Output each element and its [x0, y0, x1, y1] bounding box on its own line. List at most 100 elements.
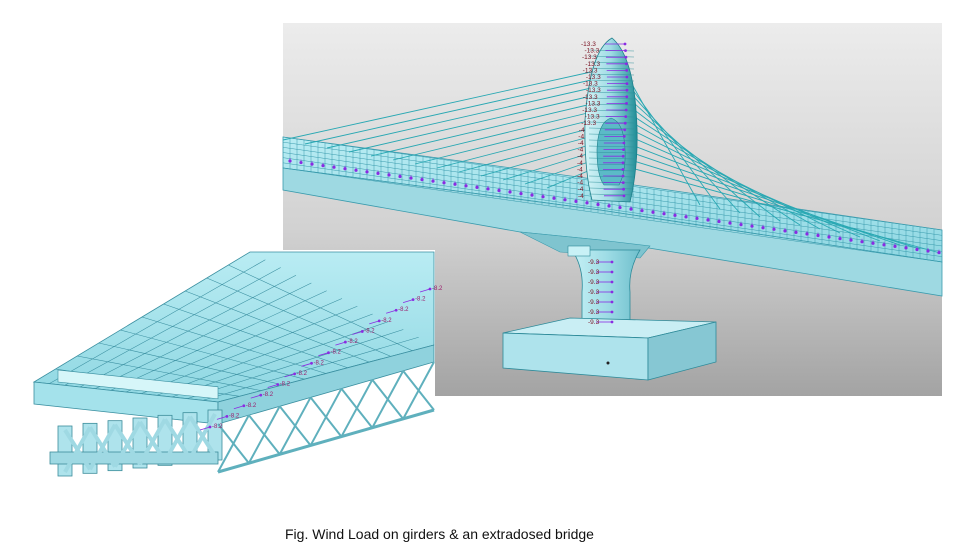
load-marker: [624, 49, 627, 52]
load-marker: [411, 298, 415, 302]
load-marker: [625, 82, 629, 85]
load-arrow: [352, 331, 363, 335]
tower-mesh-line: [588, 133, 635, 136]
load-arrow: [386, 309, 397, 314]
deck-mesh-line: [282, 162, 943, 257]
deck-mesh-line: [282, 167, 943, 263]
load-marker: [623, 128, 627, 132]
tower-load-label: -13.3: [583, 67, 598, 74]
pier-load-label: -9.3: [588, 309, 600, 316]
girder-curb: [57, 369, 219, 400]
girder-load-label: -8.2: [297, 371, 308, 377]
pier-load-label: -9.3: [588, 259, 600, 266]
truss-diagonal: [163, 415, 192, 463]
load-marker: [360, 330, 364, 333]
truss-diagonal: [88, 423, 117, 471]
tower-load-label: -4: [577, 160, 583, 167]
truss-diagonal: [138, 418, 167, 465]
foundation-node: [606, 361, 610, 365]
tower-mesh-lines: [588, 49, 635, 196]
load-marker: [610, 260, 614, 264]
tower-load-label: -4: [577, 180, 583, 187]
side-truss-diagonal: [278, 396, 312, 455]
girder-load-label: -8.2: [212, 424, 223, 430]
stay-cable: [623, 117, 821, 230]
load-marker: [610, 280, 614, 284]
load-marker: [625, 102, 628, 105]
tower-load-label: -13.3: [585, 114, 600, 121]
load-marker: [624, 108, 628, 112]
side-truss-diagonal: [247, 405, 281, 464]
tower-load-label: -4: [577, 166, 583, 173]
load-marker: [610, 320, 614, 324]
load-arrow: [369, 320, 380, 325]
tower-mesh-line: [588, 157, 635, 160]
slab-grid-line: [79, 275, 297, 388]
side-truss-diagonal: [217, 414, 250, 473]
figure-caption: Fig. Wind Load on girders & an extradose…: [285, 526, 594, 542]
slab-grid-line: [141, 305, 358, 394]
slab-grid-line: [187, 329, 404, 399]
tower-load-label: -13.3: [586, 100, 601, 107]
stay-cable: [326, 85, 601, 149]
slab-grid-line: [95, 282, 312, 389]
deck-underside: [282, 167, 943, 297]
girder-load-label: -8.2: [347, 339, 358, 345]
tower-mesh-line: [588, 175, 635, 178]
load-marker: [259, 393, 263, 397]
load-marker: [327, 351, 330, 355]
load-marker: [623, 121, 627, 125]
slab-grid-line: [171, 321, 389, 398]
tower-mesh-line: [588, 79, 635, 82]
deck-mesh-line: [282, 157, 943, 252]
stay-cable: [623, 69, 701, 206]
girder-load-label: -8.2: [246, 403, 257, 409]
tower-load-label: -4: [578, 140, 584, 147]
tower-load-label: -4: [578, 193, 584, 200]
load-marker: [621, 174, 625, 178]
tower-load-label: -4: [579, 127, 585, 134]
tower-mesh-line: [588, 73, 635, 76]
load-marker: [225, 414, 229, 418]
tower-load-label: -13.3: [586, 74, 601, 81]
slab-grid-line: [202, 336, 419, 401]
tower-load-label: -4: [577, 173, 583, 180]
foundation-side: [647, 321, 717, 381]
tower-load-label: -13.3: [582, 54, 597, 61]
tower-load-label: -4: [578, 133, 584, 140]
tower-mesh-line: [588, 169, 635, 172]
pier-load-label: -9.3: [588, 269, 600, 276]
side-truss-diagonal: [402, 361, 435, 420]
deck-wind-load-markers: [288, 157, 941, 255]
tower-load-label: -4: [577, 153, 583, 160]
tower-load-label: -13.3: [583, 81, 598, 88]
tower-mesh-line: [588, 187, 635, 190]
stay-cable: [458, 133, 601, 173]
load-marker: [622, 194, 626, 198]
tower-load-label: -13.3: [581, 41, 596, 48]
pier-wind-load-markers: -9.3-9.3-9.3-9.3-9.3-9.3-9.3: [588, 259, 614, 326]
stay-cable: [480, 141, 601, 177]
girder-load-label: -8.2: [314, 360, 325, 366]
stay-cable: [623, 165, 941, 254]
girder-load-label: -8.2: [330, 350, 341, 356]
load-marker: [621, 168, 625, 171]
load-arrow: [419, 288, 431, 293]
load-marker: [610, 300, 614, 304]
load-arrow: [318, 352, 329, 357]
pier-load-label: -9.3: [588, 279, 600, 286]
slab-grid-line: [125, 298, 343, 393]
girder-load-label: -8.2: [280, 382, 291, 388]
tower-mesh-line: [588, 139, 635, 142]
tower-mesh-line: [588, 103, 635, 106]
slab-grid-line: [64, 267, 281, 386]
tower-load-label: -13.3: [583, 94, 598, 101]
load-marker: [377, 319, 381, 323]
load-arrow: [199, 426, 211, 431]
load-arrow: [267, 384, 278, 388]
load-marker: [242, 404, 246, 408]
load-marker: [276, 383, 280, 386]
load-arrow: [250, 394, 261, 399]
